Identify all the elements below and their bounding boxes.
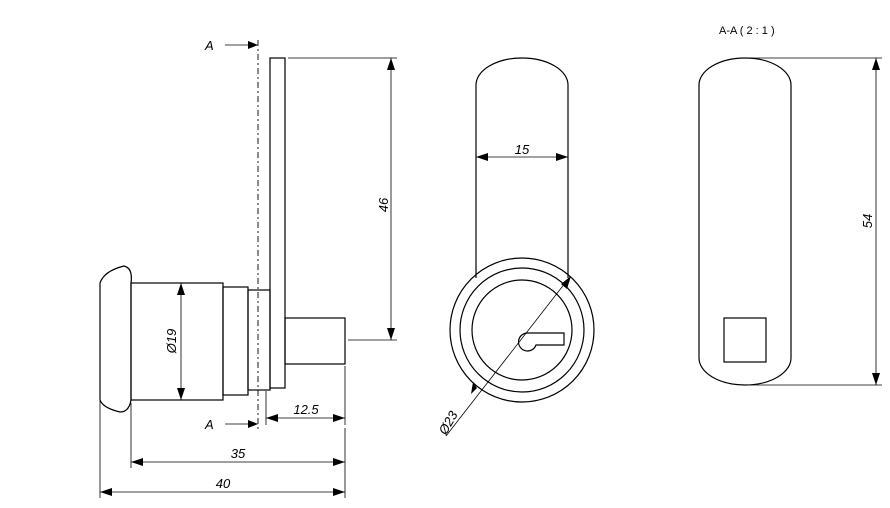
dim-body-length: 35 — [231, 446, 246, 461]
section-outline — [698, 57, 792, 386]
section-label-bottom: A — [204, 417, 214, 432]
mid-bezel-circle — [459, 267, 585, 393]
section-label-top: A — [204, 38, 214, 53]
dim-cam-height: 46 — [376, 197, 391, 212]
dim-face-diameter: Ø23 — [435, 408, 461, 438]
side-view: A A 46 Ø19 12.5 35 40 — [99, 38, 397, 498]
barrel-step-1 — [222, 286, 249, 396]
barrel-step-2 — [247, 289, 271, 391]
dim-overall-length: 40 — [216, 476, 231, 491]
section-title: A-A ( 2 : 1 ) — [719, 25, 775, 37]
keyway-face-circle — [471, 279, 573, 381]
dim-shaft-length: 12.5 — [293, 402, 319, 417]
dim-section-height: 54 — [860, 214, 875, 228]
outer-bezel-circle — [449, 257, 595, 403]
shaft — [284, 317, 346, 365]
cam-outline — [475, 57, 569, 278]
dim-cam-width: 15 — [515, 142, 530, 157]
keyway-slot — [517, 332, 565, 352]
lock-bezel — [99, 265, 132, 413]
front-view: 15 Ø23 — [435, 57, 595, 438]
cam-plate — [269, 57, 286, 389]
dim-barrel-diameter: Ø19 — [164, 329, 179, 355]
section-keyhole-square — [723, 317, 767, 363]
section-view: A-A ( 2 : 1 ) 54 — [698, 25, 882, 386]
